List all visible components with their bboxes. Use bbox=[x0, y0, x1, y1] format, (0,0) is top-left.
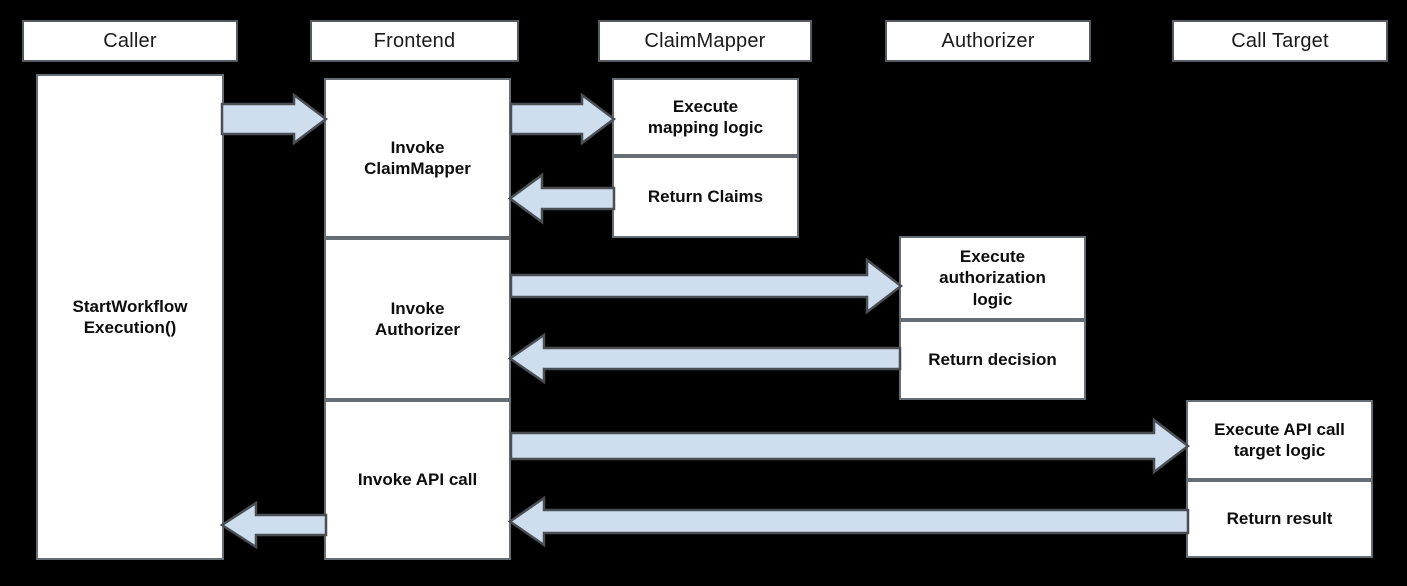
message-arrow-frontend-to-calltarget[interactable] bbox=[509, 417, 1191, 475]
activation-authorizer-execute-authorization-logic[interactable]: Execute authorization logic bbox=[899, 236, 1086, 320]
activation-calltarget-return-result[interactable]: Return result bbox=[1186, 480, 1373, 558]
lifeline-header-authorizer[interactable]: Authorizer bbox=[885, 20, 1091, 62]
lifeline-header-calltarget-label: Call Target bbox=[1231, 29, 1329, 52]
activation-authorizer-return-decision[interactable]: Return decision bbox=[899, 320, 1086, 400]
activation-claimmapper-return-claims[interactable]: Return Claims bbox=[612, 156, 799, 238]
activation-claimmapper-execute-mapping-logic-label: Execute mapping logic bbox=[647, 96, 764, 137]
activation-claimmapper-return-claims-label: Return Claims bbox=[647, 187, 764, 207]
lifeline-header-calltarget[interactable]: Call Target bbox=[1172, 20, 1388, 62]
message-arrow-claimmapper-to-frontend[interactable] bbox=[507, 172, 616, 225]
activation-authorizer-return-decision-label: Return decision bbox=[928, 350, 1057, 370]
lifeline-header-frontend[interactable]: Frontend bbox=[310, 20, 519, 62]
lifeline-header-claimmapper-label: ClaimMapper bbox=[644, 29, 766, 52]
message-arrow-frontend-to-authorizer[interactable] bbox=[509, 257, 904, 315]
activation-frontend-invoke-claimmapper-label: Invoke ClaimMapper bbox=[364, 137, 471, 178]
lifeline-header-caller-label: Caller bbox=[103, 29, 157, 52]
activation-frontend-invoke-authorizer[interactable]: Invoke Authorizer bbox=[324, 238, 511, 400]
activation-frontend-invoke-authorizer-label: Invoke Authorizer bbox=[375, 298, 460, 339]
lifeline-header-authorizer-label: Authorizer bbox=[941, 29, 1035, 52]
lifeline-header-claimmapper[interactable]: ClaimMapper bbox=[598, 20, 812, 62]
activation-frontend-invoke-api-call-label: Invoke API call bbox=[357, 470, 478, 490]
message-arrow-calltarget-to-frontend[interactable] bbox=[507, 495, 1190, 548]
activation-frontend-invoke-api-call[interactable]: Invoke API call bbox=[324, 400, 511, 560]
activation-calltarget-execute-api-call-target-logic[interactable]: Execute API call target logic bbox=[1186, 400, 1373, 480]
lifeline-header-caller[interactable]: Caller bbox=[22, 20, 238, 62]
activation-caller-startworkflow[interactable]: StartWorkflow Execution() bbox=[36, 74, 224, 560]
message-arrow-frontend-to-caller[interactable] bbox=[219, 500, 328, 550]
message-arrow-frontend-to-claimmapper[interactable] bbox=[509, 92, 617, 146]
message-arrow-caller-to-frontend[interactable] bbox=[220, 92, 329, 146]
message-arrow-authorizer-to-frontend[interactable] bbox=[507, 332, 902, 385]
activation-claimmapper-execute-mapping-logic[interactable]: Execute mapping logic bbox=[612, 78, 799, 156]
activation-authorizer-execute-authorization-logic-label: Execute authorization logic bbox=[939, 247, 1046, 309]
activation-calltarget-execute-api-call-target-logic-label: Execute API call target logic bbox=[1214, 419, 1345, 460]
activation-calltarget-return-result-label: Return result bbox=[1226, 509, 1333, 529]
lifeline-header-frontend-label: Frontend bbox=[373, 29, 456, 52]
activation-caller-startworkflow-label: StartWorkflow Execution() bbox=[72, 296, 188, 337]
activation-frontend-invoke-claimmapper[interactable]: Invoke ClaimMapper bbox=[324, 78, 511, 238]
